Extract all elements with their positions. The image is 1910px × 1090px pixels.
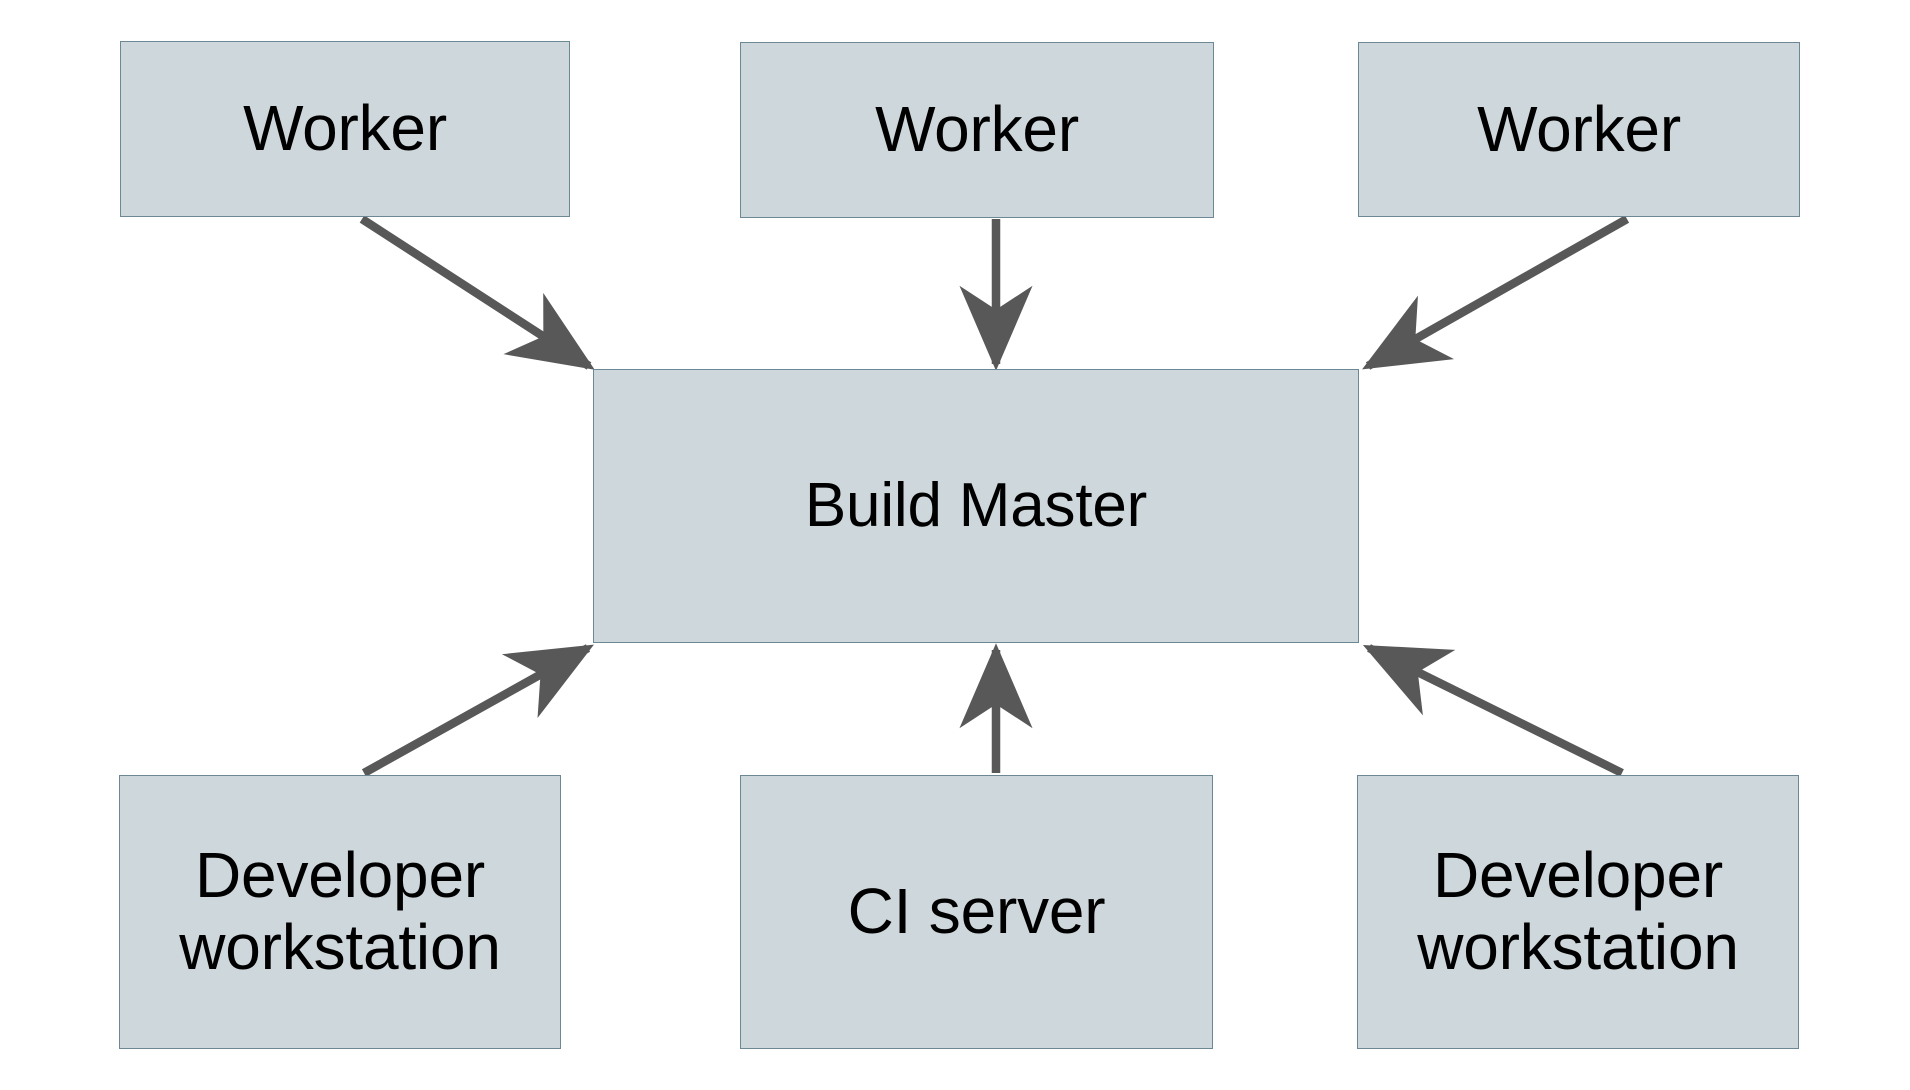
node-developer-workstation-2[interactable]: Developer workstation <box>1357 775 1799 1049</box>
edge-worker-1-to-build-master <box>359 215 595 370</box>
node-worker-3-label: Worker <box>1477 92 1681 165</box>
node-developer-workstation-1[interactable]: Developer workstation <box>119 775 561 1049</box>
node-build-master-label: Build Master <box>804 471 1148 541</box>
node-worker-3[interactable]: Worker <box>1358 42 1800 217</box>
edge-dev-workstation-1-to-build-master <box>361 644 594 777</box>
edge-dev-workstation-2-to-build-master <box>1362 644 1624 777</box>
node-developer-workstation-2-label: Developer workstation <box>1417 839 1739 983</box>
node-worker-1[interactable]: Worker <box>120 41 570 217</box>
node-developer-workstation-1-label: Developer workstation <box>179 839 501 983</box>
node-worker-2[interactable]: Worker <box>740 42 1214 218</box>
node-worker-2-label: Worker <box>875 93 1079 166</box>
node-build-master[interactable]: Build Master <box>593 369 1359 643</box>
node-ci-server-label: CI server <box>847 875 1106 948</box>
node-ci-server[interactable]: CI server <box>740 775 1213 1049</box>
node-worker-1-label: Worker <box>243 92 447 165</box>
edge-worker-3-to-build-master <box>1362 215 1630 370</box>
